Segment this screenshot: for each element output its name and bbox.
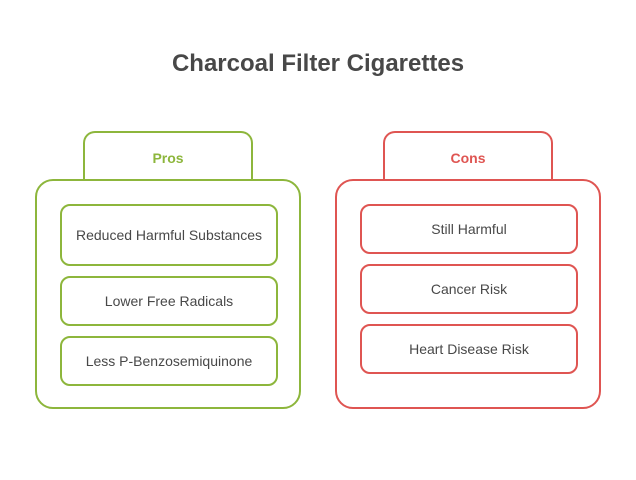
cons-item: Still Harmful <box>360 204 578 254</box>
cons-box: Still Harmful Cancer Risk Heart Disease … <box>335 179 601 409</box>
cons-item: Heart Disease Risk <box>360 324 578 374</box>
pros-tab: Pros <box>83 131 253 183</box>
page-title: Charcoal Filter Cigarettes <box>171 50 465 77</box>
pros-item: Lower Free Radicals <box>60 276 278 326</box>
pros-item: Less P-Benzosemiquinone <box>60 336 278 386</box>
cons-item: Cancer Risk <box>360 264 578 314</box>
pros-box: Reduced Harmful Substances Lower Free Ra… <box>35 179 301 409</box>
pros-item: Reduced Harmful Substances <box>60 204 278 266</box>
cons-tab: Cons <box>383 131 553 183</box>
